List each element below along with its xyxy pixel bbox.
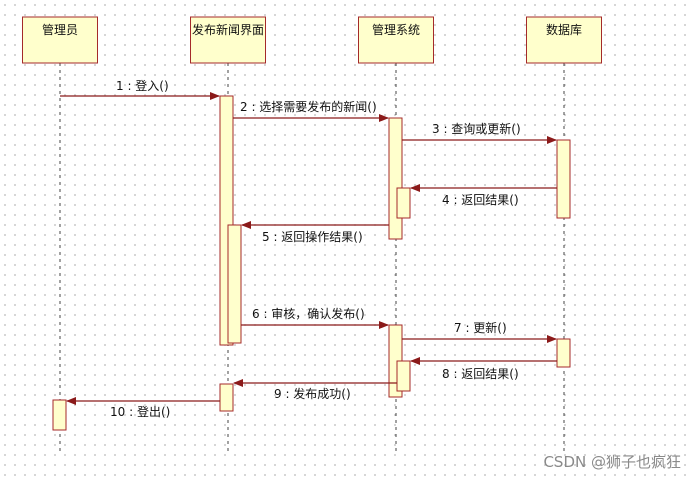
message-label: 7 : 更新(): [454, 320, 507, 335]
activation-bar: [396, 360, 411, 392]
activation-bar: [556, 139, 571, 219]
participant-name: 数据库: [546, 22, 582, 37]
participant-box: [358, 16, 434, 64]
activation-bar: [219, 383, 234, 412]
participant-name: 管理系统: [372, 22, 420, 37]
message-label: 6 : 审核，确认发布(): [252, 306, 365, 321]
participant-name: 管理员: [42, 22, 78, 37]
message-label: 5 : 返回操作结果(): [262, 229, 363, 244]
participant-box: [526, 16, 602, 64]
activation-bar: [388, 117, 403, 240]
message-label: 4 : 返回结果(): [442, 193, 519, 207]
activation-bar: [556, 338, 571, 368]
participant-name: 发布新闻界面: [192, 22, 264, 37]
message-label: 2 : 选择需要发布的新闻(): [240, 99, 377, 114]
activation-bar: [227, 224, 242, 344]
message-label: 8 : 返回结果(): [442, 367, 519, 381]
watermark: CSDN @狮子也疯狂: [543, 453, 681, 471]
activation-bar: [396, 187, 411, 219]
message-label: 3 : 查询或更新(): [432, 121, 521, 136]
participant-box: [190, 16, 266, 64]
message-label: 10 : 登出(): [110, 404, 170, 419]
participant-box: [22, 16, 98, 64]
message-label: 9 : 发布成功(): [274, 386, 351, 401]
message-label: 1 : 登入(): [116, 78, 169, 93]
activation-bar: [52, 399, 67, 431]
